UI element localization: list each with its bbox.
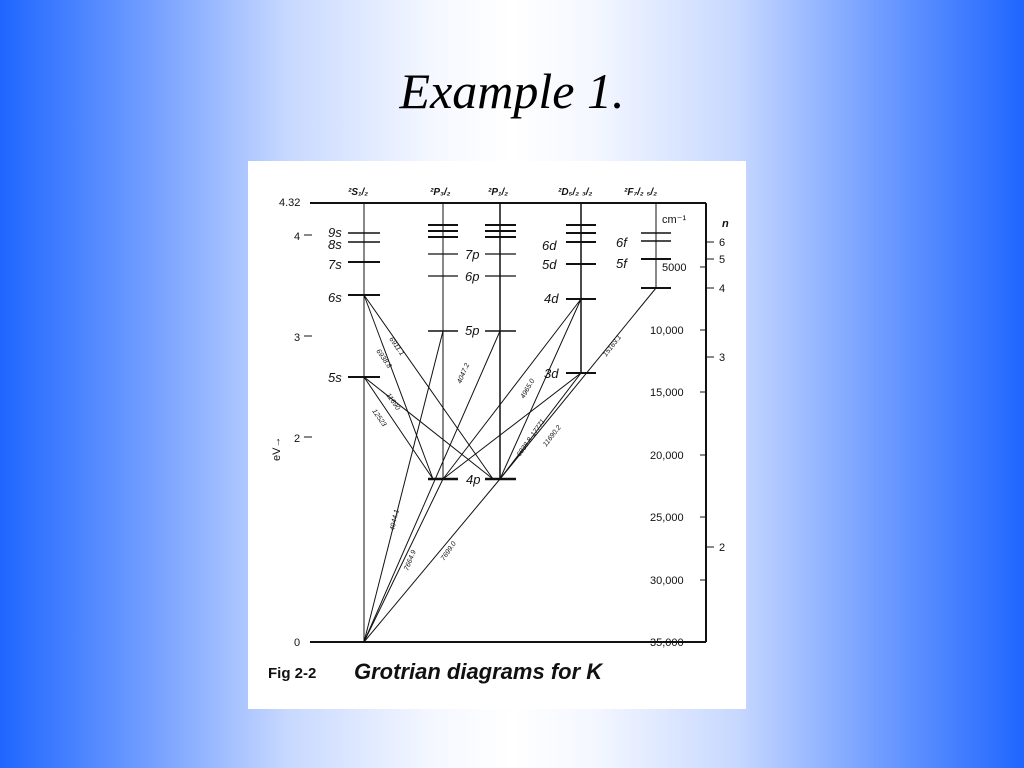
level-label-9s: 9s <box>328 225 342 240</box>
ev-axis-label: eV→ <box>271 437 283 461</box>
column-header-s12: ²S₁/₂ <box>348 187 368 198</box>
level-label-5f: 5f <box>616 256 628 271</box>
n-tick-4: 4 <box>719 283 725 295</box>
wavenumber-tick-25000: 25,000 <box>650 512 684 524</box>
grotrian-figure: 6911.1 6938.8 11690 12523 4047.2 4965.0 … <box>248 161 746 709</box>
figure-caption: Grotrian diagrams for K <box>354 659 603 684</box>
transition-label-8: 6938.8 <box>516 437 534 459</box>
level-label-4p: 4p <box>466 472 480 487</box>
n-tick-6: 6 <box>719 237 725 249</box>
transition-label-3: 11690 <box>384 392 401 412</box>
transition-label-5: 4047.2 <box>456 362 471 385</box>
level-label-6d: 6d <box>542 238 557 253</box>
ev-tick-label-3: 3 <box>294 332 300 344</box>
wavenumber-tick-5000: 5000 <box>662 262 686 274</box>
level-label-3d: 3d <box>544 366 559 381</box>
transition-label-9: 11690.2 <box>542 424 563 448</box>
ev-tick-label-0: 0 <box>294 637 300 649</box>
top-energy-label: 4.32 <box>279 197 300 209</box>
transition-label-4: 12523 <box>370 408 387 428</box>
wavenumber-tick-20000: 20,000 <box>650 450 684 462</box>
level-label-4d: 4d <box>544 291 559 306</box>
level-label-7s: 7s <box>328 257 342 272</box>
column-header-p12: ²P₁/₂ <box>488 187 508 198</box>
transition-label-2: 6938.8 <box>374 348 392 370</box>
wavenumber-tick-15000: 15,000 <box>650 387 684 399</box>
transition-label-11: 4044.1 <box>389 509 401 532</box>
grotrian-diagram: 6911.1 6938.8 11690 12523 4047.2 4965.0 … <box>271 187 729 649</box>
wavenumber-unit-label: cm⁻¹ <box>662 214 686 226</box>
level-label-5d: 5d <box>542 257 557 272</box>
transition-label-1: 6911.1 <box>387 336 405 357</box>
ev-tick-label-4: 4 <box>294 231 300 243</box>
slide-title: Example 1. <box>399 63 625 119</box>
level-label-8s: 8s <box>328 237 342 252</box>
ev-tick-label-2: 2 <box>294 433 300 445</box>
figure-number: Fig 2-2 <box>268 665 317 682</box>
n-tick-3: 3 <box>719 352 725 364</box>
wavenumber-tick-35000: 35,000 <box>650 637 684 649</box>
transition-label-7: 17771 <box>530 418 547 438</box>
column-header-p32: ²P₃/₂ <box>430 187 451 198</box>
n-axis-label: n <box>722 218 729 230</box>
transition-label-12: 7664.9 <box>403 549 418 572</box>
wavenumber-tick-30000: 30,000 <box>650 575 684 587</box>
level-label-6p: 6p <box>465 269 479 284</box>
transition-label-13: 7699.0 <box>440 541 458 563</box>
transition-lines <box>363 287 657 643</box>
level-label-5p: 5p <box>465 323 479 338</box>
level-label-7p: 7p <box>465 247 479 262</box>
transition-label-10: 15163.1 <box>602 334 623 358</box>
level-label-5s: 5s <box>328 370 342 385</box>
level-label-6s: 6s <box>328 290 342 305</box>
level-label-6f: 6f <box>616 235 628 250</box>
wavenumber-tick-10000: 10,000 <box>650 325 684 337</box>
n-tick-2: 2 <box>719 542 725 554</box>
column-header-f: ²F₇/₂ ₅/₂ <box>624 187 657 198</box>
column-header-d: ²D₅/₂ ₃/₂ <box>558 187 593 198</box>
transition-label-6: 4965.0 <box>520 378 537 400</box>
n-tick-5: 5 <box>719 254 725 266</box>
